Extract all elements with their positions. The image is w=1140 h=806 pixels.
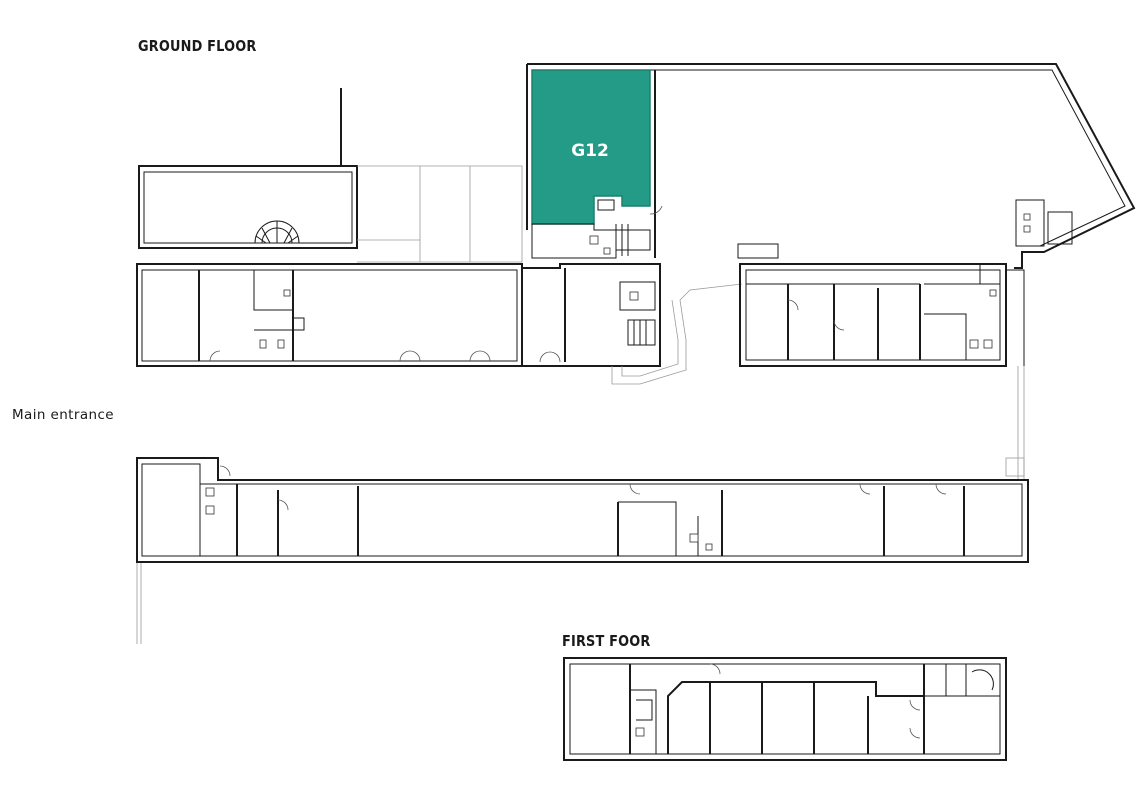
ground-north-east-block — [526, 63, 1136, 269]
ground-central-block — [522, 263, 743, 385]
unit-g12[interactable]: G12 — [531, 69, 651, 225]
ground-floor-title: GROUND FLOOR — [138, 37, 257, 55]
ground-north-west-block — [138, 88, 358, 249]
ground-corridor — [136, 366, 1025, 644]
ground-g12-lobby — [531, 199, 663, 259]
ground-south-range — [136, 457, 1029, 563]
unit-g12-label: G12 — [571, 141, 609, 161]
ground-north-east-range — [739, 263, 1025, 367]
ground-north-range — [136, 263, 523, 367]
main-entrance-label: Main entrance — [12, 407, 114, 423]
first-floor-block — [563, 657, 1007, 761]
first-floor-title: FIRST FOOR — [562, 632, 651, 650]
ground-courtyard — [357, 165, 523, 263]
